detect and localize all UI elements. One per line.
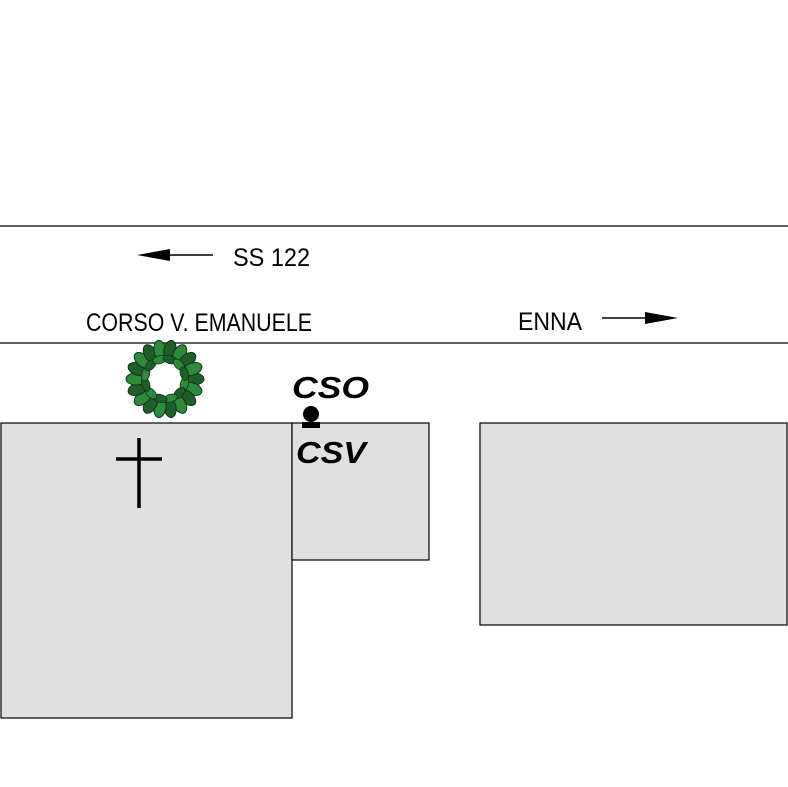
- wreath-leaf: [179, 366, 189, 381]
- marker-upper-label: CSO: [292, 370, 369, 405]
- middle-small-block: [291, 422, 430, 561]
- wreath-icon: [125, 339, 205, 419]
- arrow-right-icon: [602, 312, 678, 324]
- arrow-left-icon: [137, 249, 213, 261]
- marker-lower-label: CSV: [296, 435, 369, 470]
- cross-icon: [116, 438, 162, 508]
- street-name-label: CORSO V. EMANUELE: [86, 309, 312, 337]
- marker-dot-icon: [302, 406, 320, 428]
- left-large-block: [0, 422, 293, 719]
- right-block: [479, 422, 788, 626]
- direction-right-label: ENNA: [518, 308, 582, 336]
- direction-left-label: SS 122: [233, 244, 310, 272]
